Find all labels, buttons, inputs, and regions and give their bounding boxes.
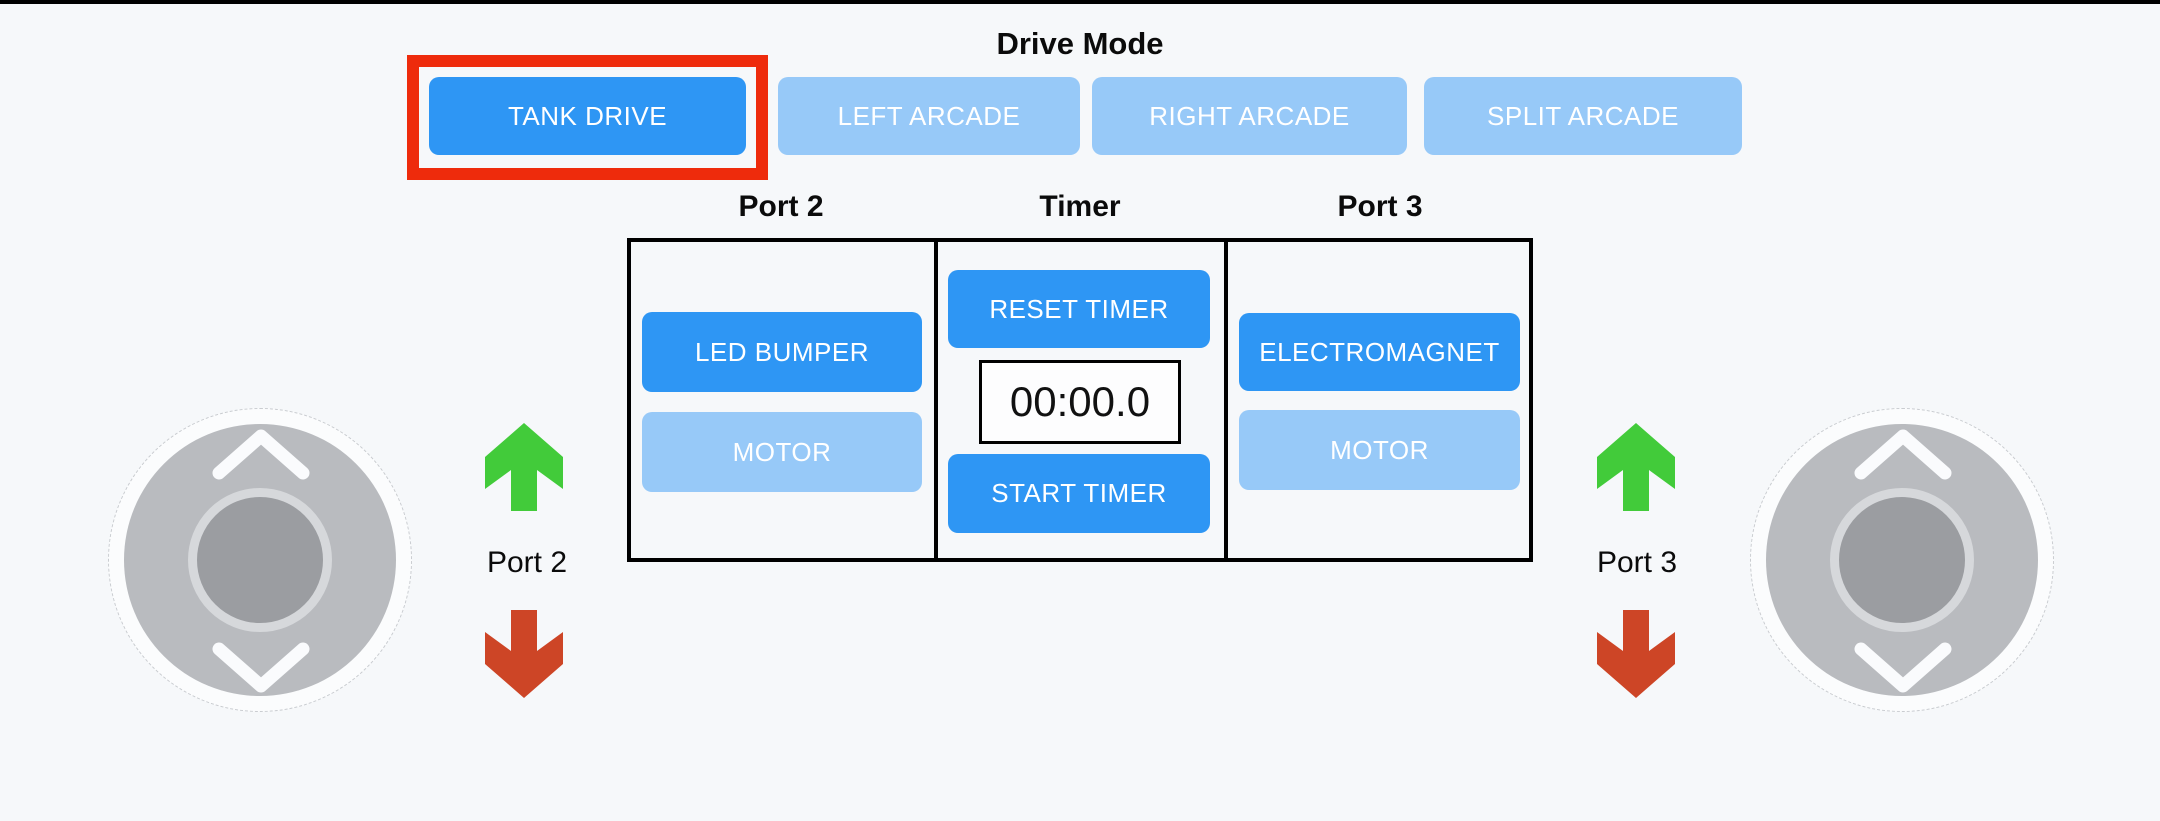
right-joystick-knob[interactable] <box>1830 488 1974 632</box>
port3-down-arrow-icon <box>1597 610 1675 698</box>
timer-column-header: Timer <box>1039 190 1121 223</box>
drive-mode-title: Drive Mode <box>996 26 1164 61</box>
timer-display: 00:00.0 <box>979 360 1181 444</box>
port2-up-arrow-icon <box>485 423 563 511</box>
port3-motor-button[interactable]: MOTOR <box>1239 410 1520 490</box>
left-joystick-port-label: Port 2 <box>486 546 568 579</box>
right-joystick-port-label: Port 3 <box>1596 546 1678 579</box>
port2-down-arrow-icon <box>485 610 563 698</box>
port2-column-header: Port 2 <box>738 190 824 223</box>
port2-motor-button[interactable]: MOTOR <box>642 412 922 492</box>
electromagnet-button[interactable]: ELECTROMAGNET <box>1239 313 1520 391</box>
reset-timer-button[interactable]: RESET TIMER <box>948 270 1210 348</box>
control-panel <box>627 238 1533 562</box>
panel-divider <box>934 242 938 558</box>
left-arcade-button[interactable]: LEFT ARCADE <box>778 77 1080 155</box>
panel-divider <box>1224 242 1228 558</box>
top-window-edge <box>0 0 2160 4</box>
right-arcade-button[interactable]: RIGHT ARCADE <box>1092 77 1407 155</box>
tank-drive-button[interactable]: TANK DRIVE <box>429 77 746 155</box>
split-arcade-button[interactable]: SPLIT ARCADE <box>1424 77 1742 155</box>
start-timer-button[interactable]: START TIMER <box>948 454 1210 533</box>
right-joystick[interactable] <box>1750 408 2054 712</box>
led-bumper-button[interactable]: LED BUMPER <box>642 312 922 392</box>
left-joystick-knob[interactable] <box>188 488 332 632</box>
left-joystick[interactable] <box>108 408 412 712</box>
port3-up-arrow-icon <box>1597 423 1675 511</box>
port3-column-header: Port 3 <box>1337 190 1423 223</box>
